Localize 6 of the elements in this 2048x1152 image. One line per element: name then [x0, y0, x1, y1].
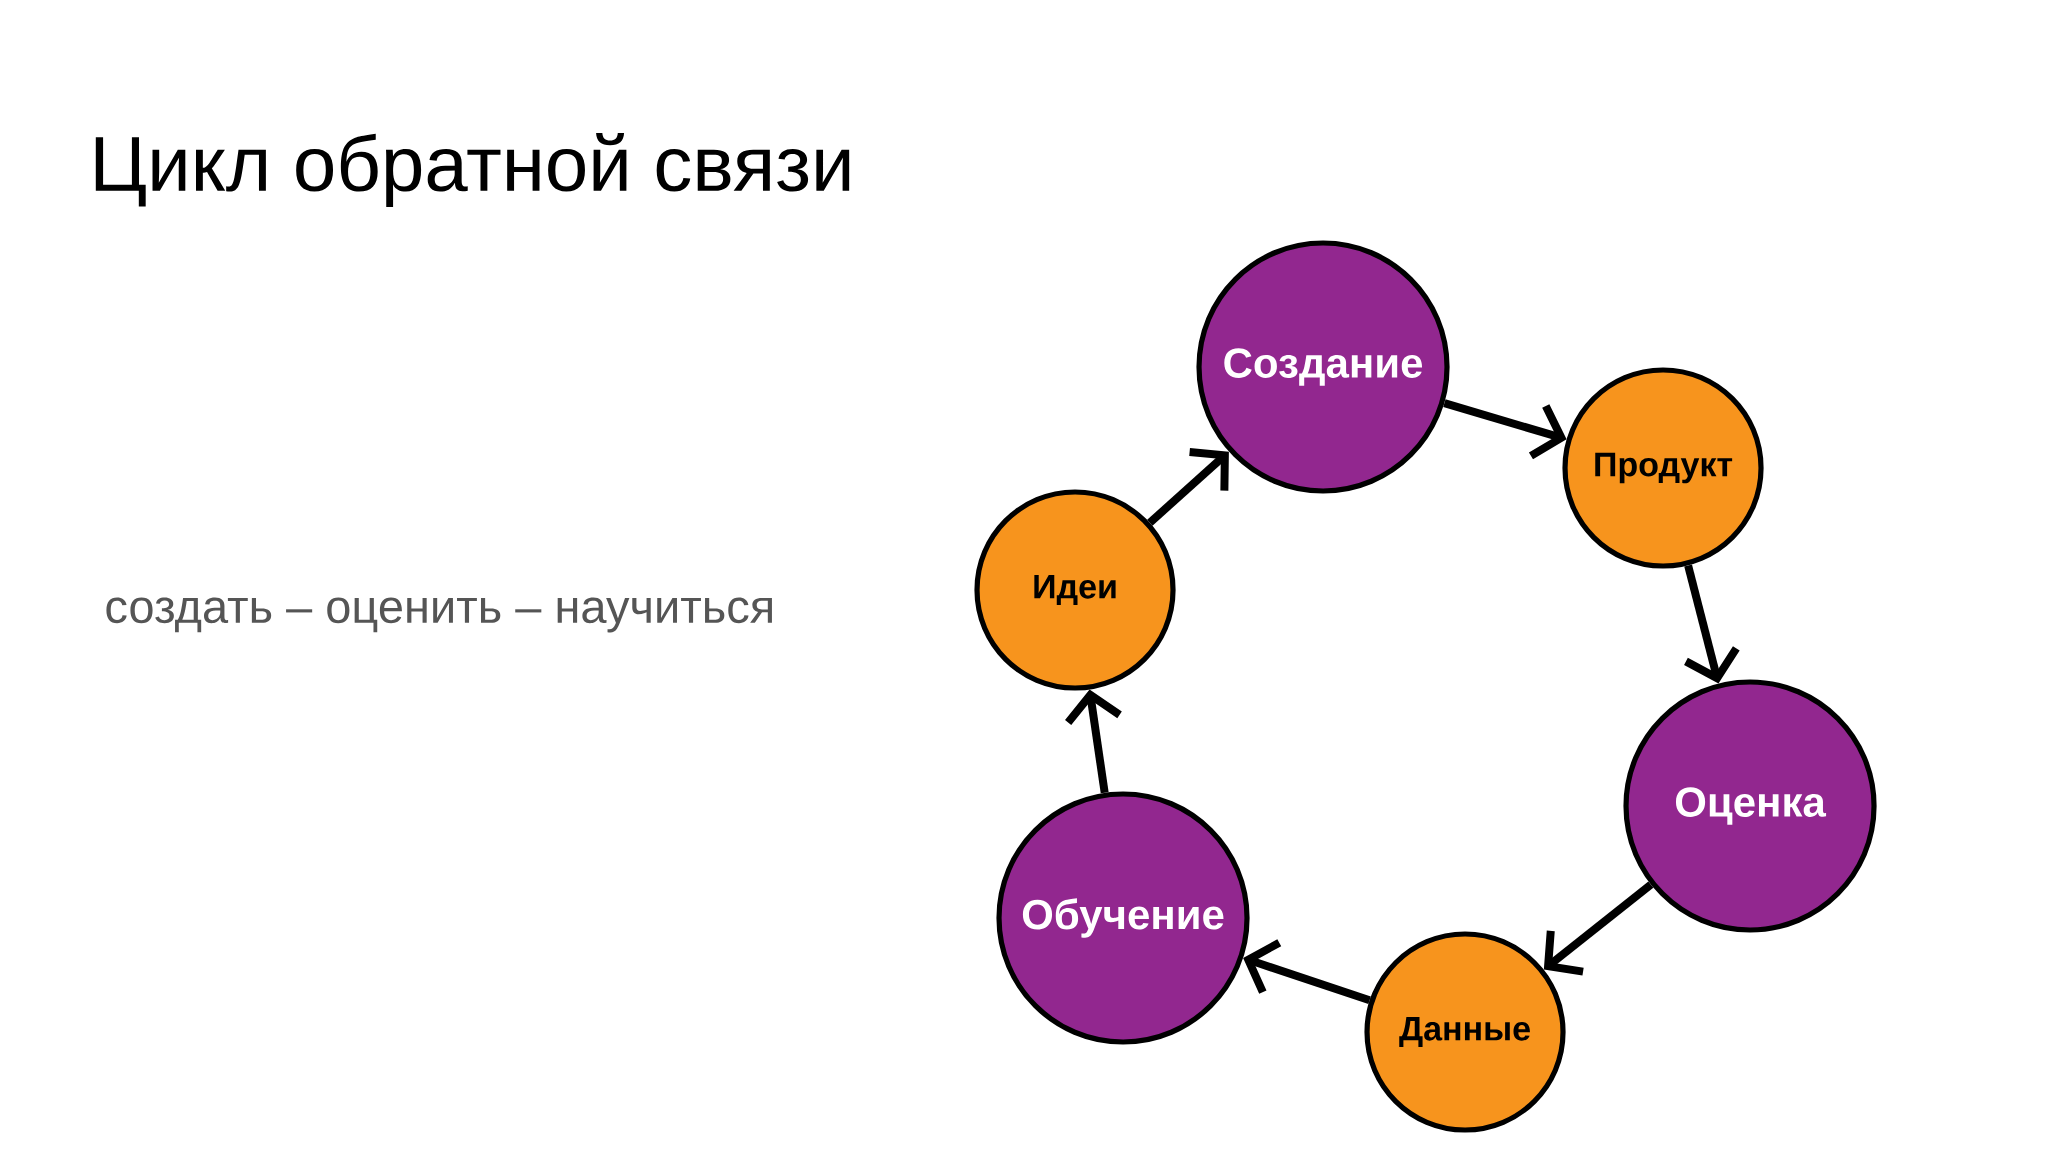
arrow	[1243, 939, 1371, 1004]
arrow	[1684, 564, 1740, 684]
subtitle: создать – оценить – научиться	[106, 597, 772, 633]
arrow	[1543, 881, 1654, 976]
arrow	[1443, 399, 1567, 460]
title: Цикл обратной связи	[95, 132, 850, 208]
